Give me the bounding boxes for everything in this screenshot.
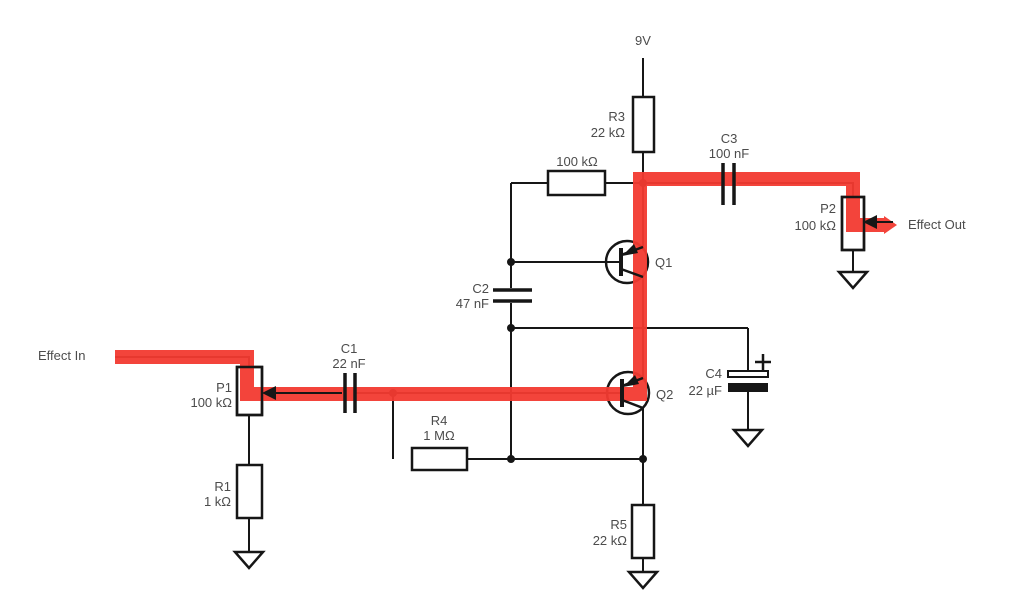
junction-dot (507, 455, 515, 463)
label-c1-value: 22 nF (332, 356, 365, 371)
resistor-r5 (630, 503, 656, 560)
label-p1-value: 100 kΩ (190, 395, 232, 410)
label-q2: Q2 (656, 387, 673, 402)
signal-path-trace (115, 172, 884, 401)
junction-dot (507, 258, 515, 266)
plus-icon (755, 354, 771, 370)
p2-wiper-arrow-icon (863, 215, 893, 229)
ground-icon (626, 570, 660, 590)
ground-icon (836, 270, 870, 290)
capacitor-c2 (493, 288, 532, 303)
label-feedback-resistor-value: 100 kΩ (556, 154, 598, 169)
potentiometer-p1-outline (235, 365, 264, 417)
label-c3-name: C3 (721, 131, 738, 146)
capacitor-c4 (727, 354, 771, 392)
junction-dots (389, 179, 647, 463)
junction-dot (507, 324, 515, 332)
capacitor-c1 (343, 373, 357, 413)
label-c4-name: C4 (705, 366, 722, 381)
label-p2-name: P2 (820, 201, 836, 216)
label-r4-value: 1 MΩ (423, 428, 455, 443)
resistor-r4 (410, 446, 469, 472)
label-c1-name: C1 (341, 341, 358, 356)
label-r5-name: R5 (610, 517, 627, 532)
label-r1-name: R1 (214, 479, 231, 494)
transistor-q2-internals (620, 375, 644, 410)
effect-in-label: Effect In (38, 348, 85, 363)
resistor-r3 (631, 95, 656, 154)
resistor-r1 (235, 463, 264, 520)
junction-dot (639, 455, 647, 463)
label-r4-name: R4 (431, 413, 448, 428)
ground-icon (731, 428, 765, 448)
potentiometer-p2-outline (840, 195, 866, 252)
p1-wiper-arrow-icon (262, 386, 342, 400)
transistor-q1-circle (604, 239, 650, 285)
label-p2-value: 100 kΩ (794, 218, 836, 233)
wires (115, 58, 893, 572)
label-r5-value: 22 kΩ (593, 533, 628, 548)
label-r3-value: 22 kΩ (591, 125, 626, 140)
ground-icon (232, 550, 266, 570)
component-bodies (232, 95, 870, 590)
label-c3-value: 100 nF (709, 146, 750, 161)
label-c2-name: C2 (472, 281, 489, 296)
labels: 9V R3 22 kΩ 100 kΩ C3 100 nF P2 100 kΩ E… (38, 33, 966, 548)
label-c2-value: 47 nF (456, 296, 489, 311)
overlay-symbols (235, 163, 893, 417)
signal-arrow-icon (884, 216, 897, 234)
transistor-q1-internals (619, 244, 644, 279)
label-r1-value: 1 kΩ (204, 494, 231, 509)
signal-path-highlight (115, 172, 897, 401)
label-r3-name: R3 (608, 109, 625, 124)
label-c4-value: 22 µF (688, 383, 722, 398)
label-q1: Q1 (655, 255, 672, 270)
power-label: 9V (635, 33, 651, 48)
resistor-feedback-100k (546, 169, 607, 197)
label-p1-name: P1 (216, 380, 232, 395)
effect-out-label: Effect Out (908, 217, 966, 232)
capacitor-c3 (721, 163, 736, 205)
